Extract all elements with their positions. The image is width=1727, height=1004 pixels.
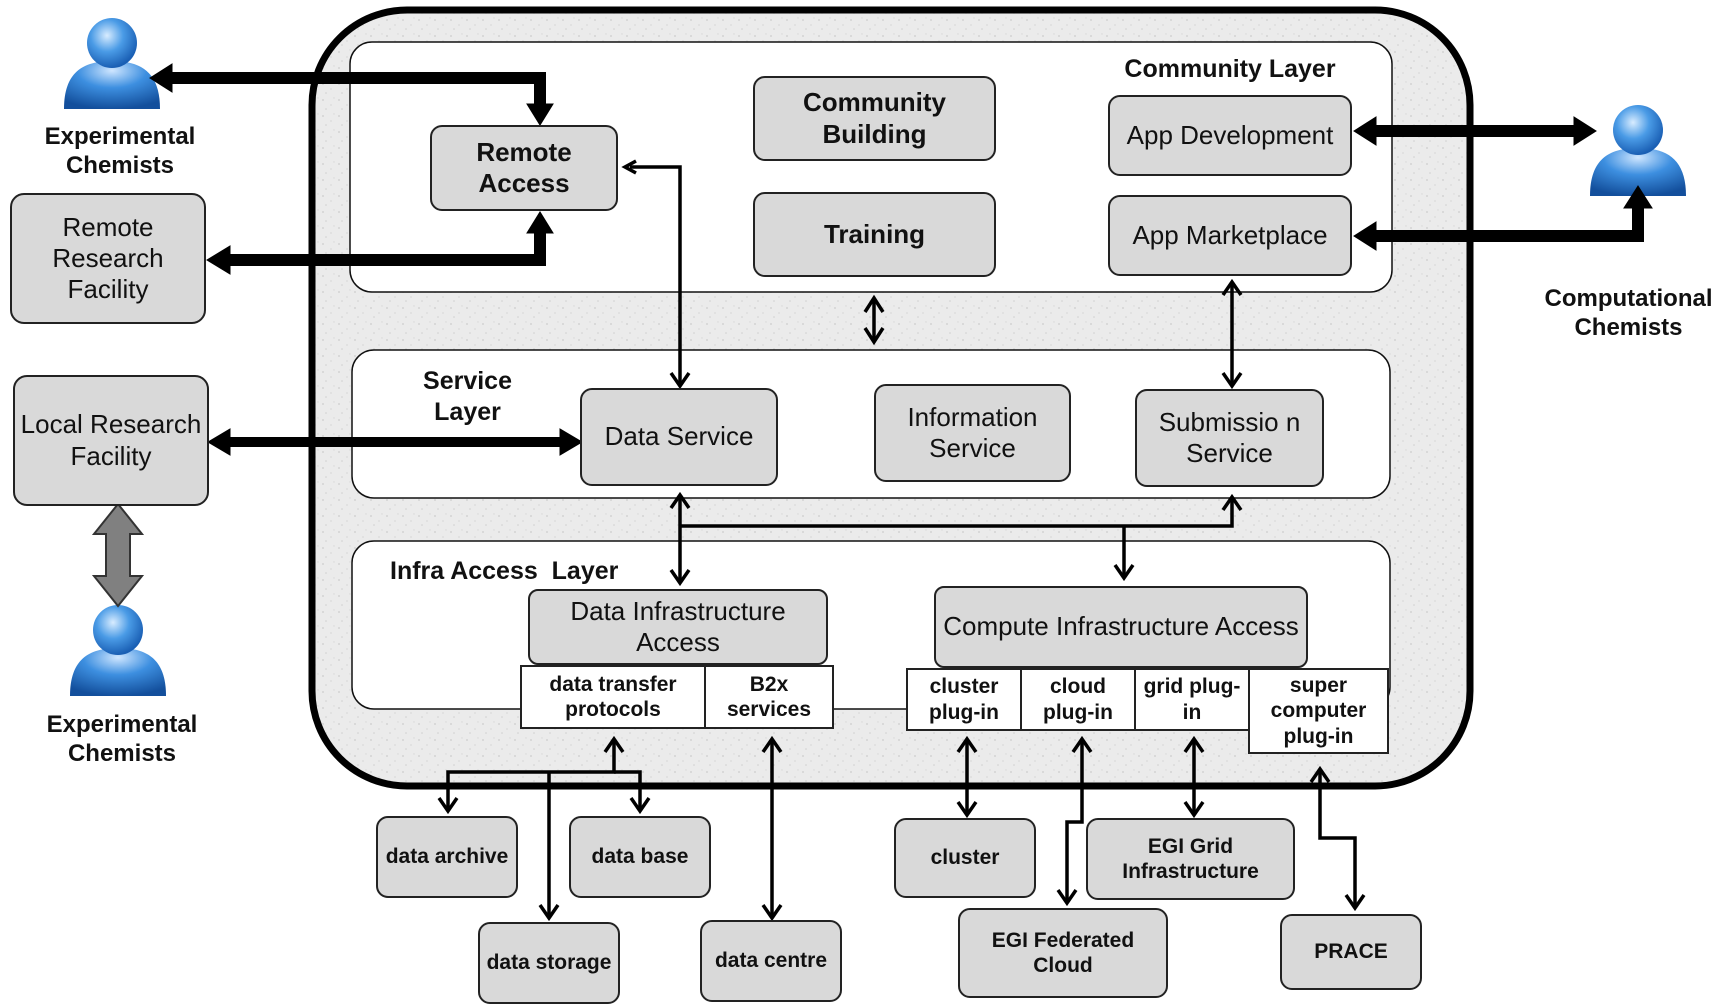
grid-plugin[interactable]: grid plug-in: [1134, 668, 1250, 731]
egi-federated-cloud-box[interactable]: EGI Federated Cloud: [958, 908, 1168, 998]
training-box[interactable]: Training: [753, 192, 996, 277]
data-transfer-protocols-plugin[interactable]: data transfer protocols: [520, 665, 706, 729]
data-service-box[interactable]: Data Service: [580, 388, 778, 486]
cluster-resource-box[interactable]: cluster: [894, 818, 1036, 898]
community-layer-title: Community Layer: [1124, 55, 1336, 83]
app-marketplace-box[interactable]: App Marketplace: [1108, 195, 1352, 276]
b2x-services-plugin[interactable]: B2x services: [704, 665, 834, 729]
data-base-box[interactable]: data base: [569, 816, 711, 898]
supercomputer-plugin[interactable]: super computer plug-in: [1248, 668, 1389, 754]
cluster-plugin[interactable]: cluster plug-in: [906, 668, 1022, 731]
data-centre-box[interactable]: data centre: [700, 920, 842, 1002]
computational-chemists-label: Computational Chemists: [1544, 285, 1713, 342]
experimental-chemists-top-icon: [64, 18, 160, 109]
information-service-box[interactable]: Information Service: [874, 384, 1071, 482]
experimental-chemists-bottom-icon: [70, 605, 166, 696]
thin-connectors: [446, 165, 1357, 915]
service-layer-title: Service Layer: [423, 367, 512, 426]
experimental-chemists-top-label: Experimental Chemists: [44, 123, 196, 180]
app-development-box[interactable]: App Development: [1108, 95, 1352, 176]
prace-box[interactable]: PRACE: [1280, 914, 1422, 990]
local-research-facility[interactable]: Local Research Facility: [13, 375, 209, 506]
community-building-box[interactable]: Community Building: [753, 76, 996, 161]
compute-infrastructure-access-box[interactable]: Compute Infrastructure Access: [934, 586, 1308, 668]
remote-research-facility[interactable]: Remote Research Facility: [10, 193, 206, 324]
gray-double-arrow: [91, 502, 145, 608]
computational-chemists-icon: [1590, 105, 1686, 196]
data-infrastructure-access-box[interactable]: Data Infrastructure Access: [528, 589, 828, 665]
egi-grid-infrastructure-box[interactable]: EGI Grid Infrastructure: [1086, 818, 1295, 900]
thick-arrows: [149, 63, 1653, 456]
experimental-chemists-bottom-label: Experimental Chemists: [46, 711, 198, 768]
connector-heads: [437, 159, 1366, 922]
data-storage-box[interactable]: data storage: [478, 922, 620, 1004]
data-archive-box[interactable]: data archive: [376, 816, 518, 898]
remote-access-box[interactable]: Remote Access: [430, 125, 618, 211]
submission-service-box[interactable]: Submissio n Service: [1135, 389, 1324, 487]
infra-layer-title: Infra Access Layer: [390, 557, 619, 585]
cloud-plugin[interactable]: cloud plug-in: [1020, 668, 1136, 731]
